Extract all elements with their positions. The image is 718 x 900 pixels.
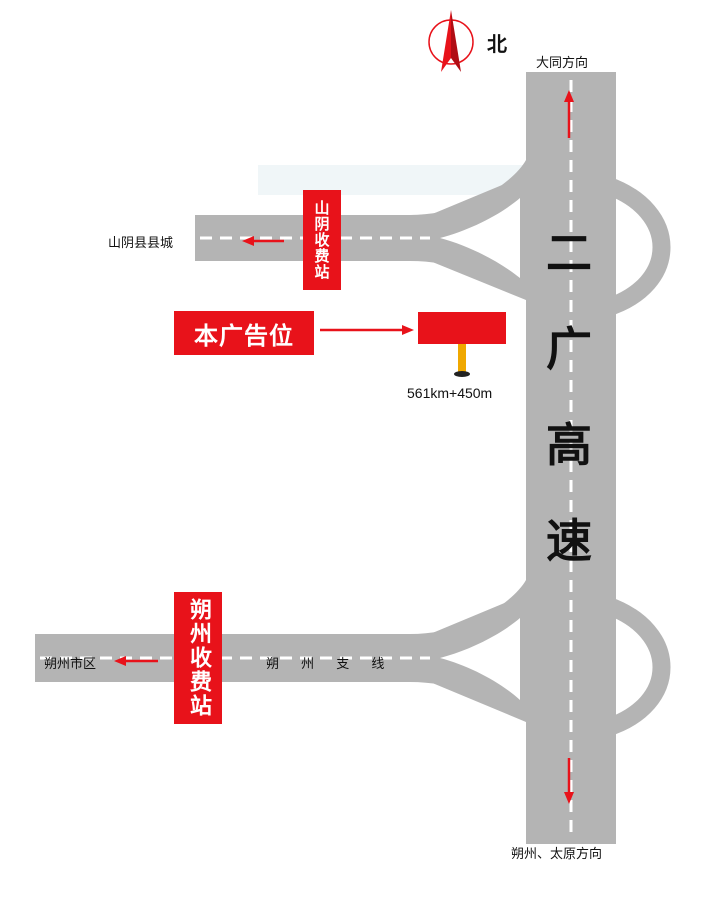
compass-needle-left [441,10,451,72]
arrow-south-head [564,792,574,804]
billboard-label: 本广告位 [174,311,314,355]
billboard-base [454,371,470,377]
background-band [258,165,528,195]
toll-station-shuozhou: 朔州收费站 [174,592,222,724]
km-marker: 561km+450m [407,385,493,401]
highway-name-char: 速 [546,514,592,568]
island-south [440,618,520,700]
interchange-islands [440,198,520,700]
loop-ramps [602,176,671,737]
north-label: 北 [487,32,507,56]
loop-ramp-north [602,176,671,317]
branch-road-label: 朔 州 支 线 [266,657,394,672]
island-north [440,198,520,278]
direction-south-label: 朔州、太原方向 [511,847,603,862]
toll-station-shanyin: 山阴收费站 [303,190,341,290]
destination-shanyin: 山阴县县城 [108,236,174,251]
arrow-ad-head [402,325,414,335]
lane-markings [40,80,573,840]
highway-name-char: 二 [546,226,592,280]
arrow-north-head [564,90,574,102]
direction-north-label: 大同方向 [536,56,589,71]
highway-name: 二 广 高 速 [537,230,601,614]
highway-name-char: 高 [546,418,592,472]
arrow-shuozhou-head [114,656,126,666]
arrow-shanyin-head [242,236,254,246]
billboard-pole [458,342,466,372]
highway-name-char: 广 [546,322,592,376]
billboard-panel [418,312,506,344]
compass-needle-right [451,10,461,72]
destination-shuozhou: 朔州市区 [44,657,97,672]
billboard-icon [418,312,506,377]
loop-ramp-south [602,596,671,737]
direction-arrows [114,90,574,804]
compass-icon [428,10,474,72]
